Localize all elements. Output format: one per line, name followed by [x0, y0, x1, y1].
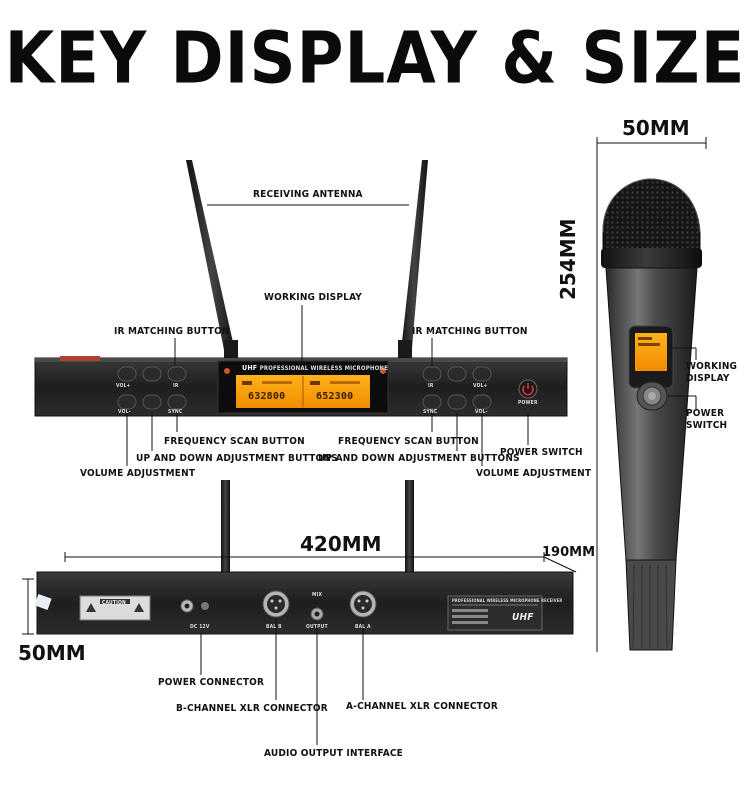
btn-label-ir-right: IR	[428, 383, 434, 389]
back-bal-b-label: BAL B	[266, 624, 282, 630]
lcd-frequency-a: 632800	[248, 391, 286, 402]
label-receiving-antenna: RECEIVING ANTENNA	[253, 189, 363, 200]
label-ir-matching-right: IR MATCHING BUTTON	[412, 326, 528, 337]
dimension-height: 50MM	[18, 641, 86, 665]
label-power-connector: POWER CONNECTOR	[158, 677, 265, 688]
back-mix-label: MIX	[312, 592, 323, 598]
label-mic-working-display: WORKING DISPLAY	[686, 361, 738, 384]
back-bal-a-label: BAL A	[355, 624, 371, 630]
btn-label-vol-minus-right: VOL-	[475, 409, 488, 415]
page-title: KEY DISPLAY & SIZE	[4, 17, 746, 101]
btn-label-ir-left: IR	[173, 383, 179, 389]
dimension-depth: 190MM	[542, 545, 596, 560]
back-caution-text: CAUTION	[102, 600, 127, 606]
label-up-down-left: UP AND DOWN ADJUSTMENT BUTTONS	[136, 453, 338, 464]
label-b-channel-xlr: B-CHANNEL XLR CONNECTOR	[176, 703, 328, 714]
right-button-group	[422, 366, 492, 410]
dimension-mic-length: 254MM	[556, 218, 580, 300]
label-frequency-scan-left: FREQUENCY SCAN BUTTON	[164, 436, 305, 447]
label-volume-right: VOLUME ADJUSTMENT	[476, 468, 592, 479]
label-power-switch: POWER SWITCH	[500, 447, 583, 458]
lcd-frequency-b: 652300	[316, 391, 354, 402]
receiver-front-panel	[34, 356, 568, 417]
receiving-antenna	[186, 160, 428, 362]
btn-label-vol-plus-left: VOL+	[116, 383, 131, 389]
btn-label-sync-left: SYNC	[168, 409, 183, 415]
left-button-group	[117, 366, 187, 410]
label-a-channel-xlr: A-CHANNEL XLR CONNECTOR	[346, 701, 498, 712]
label-up-down-right: UP AND DOWN ADJUSTMENT BUTTONS	[318, 453, 520, 464]
panel-brand: UHF PROFESSIONAL WIRELESS MICROPHONE	[242, 364, 388, 372]
label-volume-left: VOLUME ADJUSTMENT	[80, 468, 196, 479]
microphone	[601, 178, 702, 651]
back-plate-title: PROFESSIONAL WIRELESS MICROPHONE RECEIVE…	[452, 598, 563, 603]
btn-label-vol-minus-left: VOL-	[118, 409, 131, 415]
back-plate-brand: UHF	[512, 612, 534, 623]
label-mic-power-switch: POWER SWITCH	[686, 408, 728, 431]
back-dc-label: DC 12V	[190, 624, 210, 630]
dimension-mic-diameter: 50MM	[622, 116, 690, 140]
receiver-back-panel	[34, 480, 574, 635]
label-frequency-scan-right: FREQUENCY SCAN BUTTON	[338, 436, 479, 447]
label-ir-matching-left: IR MATCHING BUTTON	[114, 326, 230, 337]
label-working-display: WORKING DISPLAY	[264, 292, 362, 303]
back-output-label: OUTPUT	[306, 624, 328, 630]
btn-label-sync-right: SYNC	[423, 409, 438, 415]
dimension-width: 420MM	[300, 532, 382, 556]
btn-label-power: POWER	[518, 400, 538, 406]
label-audio-output: AUDIO OUTPUT INTERFACE	[264, 748, 404, 759]
btn-label-vol-plus-right: VOL+	[473, 383, 488, 389]
